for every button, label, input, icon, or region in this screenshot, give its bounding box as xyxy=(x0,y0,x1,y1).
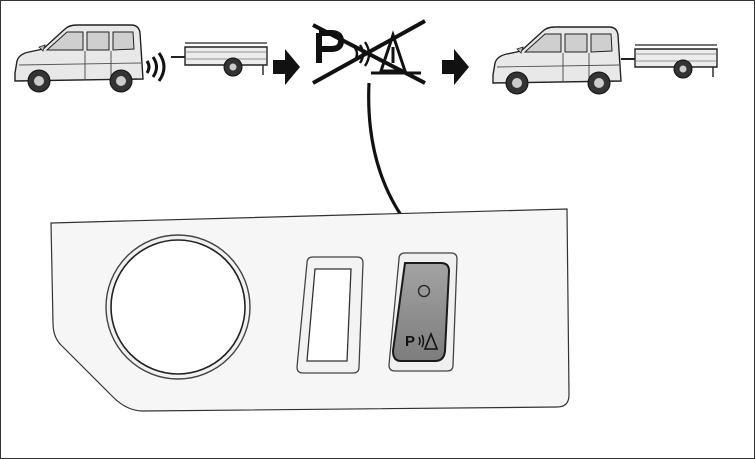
trailer-icon xyxy=(620,44,718,79)
indicator-led-icon xyxy=(417,284,431,298)
van-with-trailer-left xyxy=(14,24,268,93)
van-icon xyxy=(492,26,622,95)
blank-switch-icon xyxy=(296,256,364,374)
arrow-right-icon xyxy=(442,49,469,85)
headlight-dial-icon[interactable] xyxy=(105,234,251,380)
parking-sensor-waves-icon xyxy=(145,52,166,82)
trailer-icon xyxy=(170,42,268,77)
van-with-trailer-right xyxy=(492,26,718,95)
parking-assist-crossed-icon xyxy=(312,19,426,85)
van-icon xyxy=(14,24,144,93)
arrow-right-icon xyxy=(273,49,300,85)
parking-assist-button-icon[interactable] xyxy=(388,252,458,372)
parking-button-label: P xyxy=(405,333,415,350)
